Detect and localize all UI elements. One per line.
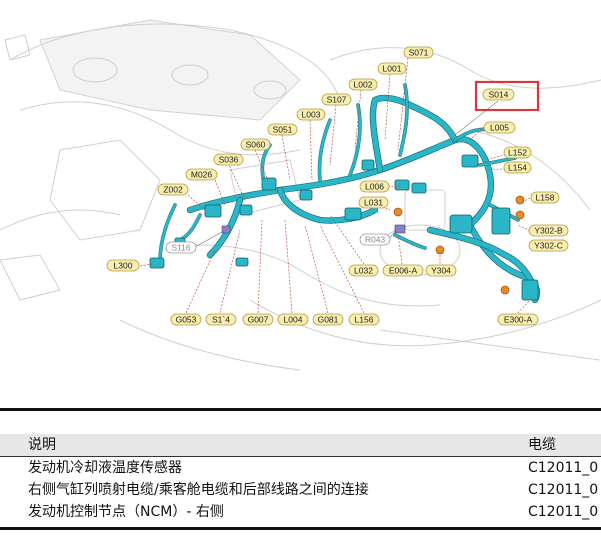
svg-text:G007: G007 bbox=[248, 315, 269, 325]
svg-text:G081: G081 bbox=[318, 315, 339, 325]
harness-connectors bbox=[149, 154, 539, 301]
svg-text:L156: L156 bbox=[355, 315, 374, 325]
svg-text:G053: G053 bbox=[176, 315, 197, 325]
legend-row-cable: C12011_0 bbox=[528, 460, 599, 476]
svg-text:L004: L004 bbox=[284, 315, 303, 325]
label-l004: L004 bbox=[277, 313, 309, 326]
label-s116: S116 bbox=[165, 241, 197, 254]
legend-header-rule bbox=[0, 456, 601, 457]
engine-outline bbox=[0, 19, 601, 371]
leader-lines bbox=[139, 57, 531, 314]
label-s114: S1`4 bbox=[205, 313, 237, 326]
svg-text:L003: L003 bbox=[302, 110, 321, 120]
label-r043: R043 bbox=[359, 233, 391, 246]
svg-text:L006: L006 bbox=[365, 182, 384, 192]
svg-text:S051: S051 bbox=[273, 125, 293, 135]
svg-text:L300: L300 bbox=[114, 261, 133, 271]
svg-text:S036: S036 bbox=[219, 155, 239, 165]
svg-text:E300-A: E300-A bbox=[504, 315, 533, 325]
legend-row-description: 发动机冷却液温度传感器 bbox=[28, 460, 182, 476]
svg-text:L002: L002 bbox=[354, 80, 373, 90]
svg-text:Z002: Z002 bbox=[163, 185, 183, 195]
svg-text:L031: L031 bbox=[364, 198, 383, 208]
svg-text:L158: L158 bbox=[536, 193, 555, 203]
legend-top-rule bbox=[0, 408, 601, 411]
svg-text:S014: S014 bbox=[489, 90, 509, 100]
svg-text:S071: S071 bbox=[409, 48, 429, 58]
label-z002: Z002 bbox=[157, 183, 189, 196]
label-l300: L300 bbox=[106, 259, 140, 272]
svg-text:Y302-C: Y302-C bbox=[534, 241, 563, 251]
label-s071: S071 bbox=[403, 46, 434, 59]
highlight-box-s014 bbox=[474, 80, 540, 112]
svg-text:Y304: Y304 bbox=[431, 266, 451, 276]
svg-text:L005: L005 bbox=[490, 123, 509, 133]
legend-bottom-rule bbox=[0, 527, 601, 530]
label-l001: L001 bbox=[377, 62, 407, 75]
label-g007: G007 bbox=[242, 313, 274, 326]
legend-row: 右侧气缸列喷射电缆/乘客舱电缆和后部线路之间的连接 C12011_0 bbox=[0, 479, 601, 501]
label-s060: S060 bbox=[240, 138, 271, 151]
wiring-harness bbox=[158, 83, 541, 304]
legend-header-description: 说明 bbox=[28, 437, 56, 453]
svg-text:L154: L154 bbox=[508, 163, 527, 173]
svg-text:L001: L001 bbox=[383, 64, 402, 74]
svg-text:L032: L032 bbox=[354, 266, 373, 276]
label-l003: L003 bbox=[296, 108, 326, 121]
svg-text:L152: L152 bbox=[508, 148, 527, 158]
label-y302c: Y302-C bbox=[528, 239, 569, 252]
label-y302b: Y302-B bbox=[528, 224, 569, 237]
label-l006: L006 bbox=[359, 180, 390, 193]
label-s051: S051 bbox=[267, 123, 298, 136]
label-g053: G053 bbox=[170, 313, 202, 326]
label-l156: L156 bbox=[348, 313, 380, 326]
svg-text:S060: S060 bbox=[246, 140, 266, 150]
svg-text:S116: S116 bbox=[171, 243, 190, 253]
svg-text:M026: M026 bbox=[191, 170, 213, 180]
svg-text:S1`4: S1`4 bbox=[212, 315, 230, 325]
wiring-harness-diagram: S071 L001 L002 S107 L003 S051 S060 S036 … bbox=[0, 19, 601, 371]
legend-row: 发动机冷却液温度传感器 C12011_0 bbox=[0, 457, 601, 479]
legend-row-description: 发动机控制节点（NCM）- 右侧 bbox=[28, 504, 224, 520]
label-l002: L002 bbox=[348, 78, 378, 91]
legend-header-row: 说明 电缆 bbox=[0, 434, 601, 456]
legend-row: 发动机控制节点（NCM）- 右侧 C12011_0 bbox=[0, 501, 601, 523]
label-l032: L032 bbox=[348, 264, 379, 277]
label-l031: L031 bbox=[358, 196, 389, 209]
label-s014: S014 bbox=[482, 88, 515, 101]
legend-row-cable: C12011_0 bbox=[528, 482, 599, 498]
label-l158: L158 bbox=[530, 191, 560, 204]
label-l152: L152 bbox=[503, 146, 532, 159]
legend-header-cable: 电缆 bbox=[528, 437, 556, 453]
label-e300a: E300-A bbox=[497, 313, 539, 326]
svg-text:S107: S107 bbox=[327, 95, 347, 105]
label-m026: M026 bbox=[185, 168, 218, 181]
label-s036: S036 bbox=[213, 153, 244, 166]
label-y304: Y304 bbox=[425, 264, 457, 277]
label-e006a: E006-A bbox=[382, 264, 424, 277]
label-s107: S107 bbox=[321, 93, 352, 106]
svg-text:Y302-B: Y302-B bbox=[534, 226, 563, 236]
label-l154: L154 bbox=[503, 161, 532, 174]
legend-table: 说明 电缆 发动机冷却液温度传感器 C12011_0 右侧气缸列喷射电缆/乘客舱… bbox=[0, 408, 601, 535]
legend-row-description: 右侧气缸列喷射电缆/乘客舱电缆和后部线路之间的连接 bbox=[28, 482, 369, 498]
svg-text:E006-A: E006-A bbox=[389, 266, 418, 276]
label-g081: G081 bbox=[312, 313, 344, 326]
legend-row-cable: C12011_0 bbox=[528, 504, 599, 520]
label-l005: L005 bbox=[483, 121, 516, 134]
svg-text:R043: R043 bbox=[365, 235, 386, 245]
